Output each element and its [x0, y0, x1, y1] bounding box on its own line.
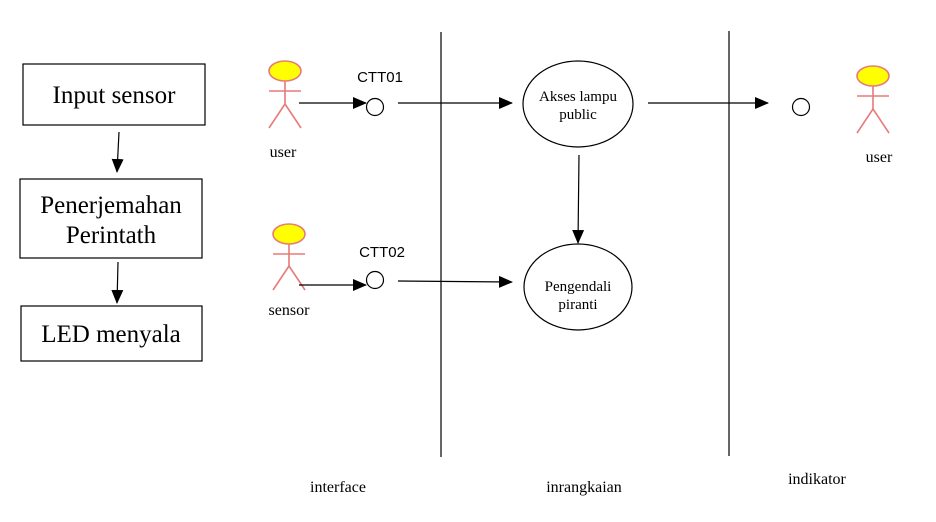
flowchart-step-label: Penerjemahan	[40, 192, 182, 219]
flowchart: Input sensor Penerjemahan Perintath LED …	[19, 63, 206, 362]
interface-label: CTT02	[359, 244, 405, 261]
lane-label-interface: interface	[310, 479, 366, 496]
actor-icon	[856, 65, 890, 134]
interface-circle-icon	[791, 97, 811, 117]
flowchart-box	[20, 305, 203, 362]
actor-icon	[268, 60, 302, 129]
actor-sensor: sensor	[269, 223, 311, 319]
interface-label: CTT01	[357, 69, 403, 86]
interface-circle-icon	[365, 270, 385, 290]
flowchart-arrow	[111, 261, 124, 304]
actor-user-right: user	[856, 65, 893, 166]
flowchart-step-penerjemahan: Penerjemahan Perintath	[19, 178, 203, 259]
lane-label-indikator: indikator	[788, 471, 846, 488]
use-case-label: Pengendali	[545, 279, 612, 295]
use-case-label: public	[559, 107, 597, 123]
flowchart-arrow	[111, 131, 124, 173]
lane-label-inrangkaian: inrangkaian	[546, 479, 622, 496]
arrow-akses-to-pengendali	[572, 154, 585, 244]
use-case-label: piranti	[558, 297, 597, 313]
actor-label: user	[270, 144, 297, 161]
arrow-ctt02-to-pengendali	[397, 275, 513, 288]
actor-label: sensor	[269, 302, 311, 319]
interface-circle-icon	[365, 97, 385, 117]
flowchart-step-label: LED menyala	[41, 321, 181, 348]
use-case-ellipse	[523, 243, 633, 331]
connectors	[299, 97, 769, 291]
flowchart-step-label: Perintath	[66, 222, 157, 249]
interface-ctt01: CTT01	[357, 69, 403, 117]
flowchart-step-input-sensor: Input sensor	[22, 63, 206, 126]
interface-ctt02: CTT02	[359, 244, 405, 290]
use-case-ellipse	[522, 60, 634, 148]
use-case-pengendali: Pengendali piranti	[523, 243, 633, 331]
use-case-akses-lampu: Akses lampu public	[522, 60, 634, 148]
flowchart-box	[22, 63, 206, 126]
use-case-label: Akses lampu	[539, 89, 617, 105]
actor-user-left: user	[268, 60, 302, 161]
actor-label: user	[866, 149, 893, 166]
flowchart-step-label: Input sensor	[53, 82, 177, 109]
flowchart-box	[19, 178, 203, 259]
actor-icon	[272, 223, 306, 291]
flowchart-step-led-menyala: LED menyala	[20, 305, 203, 362]
